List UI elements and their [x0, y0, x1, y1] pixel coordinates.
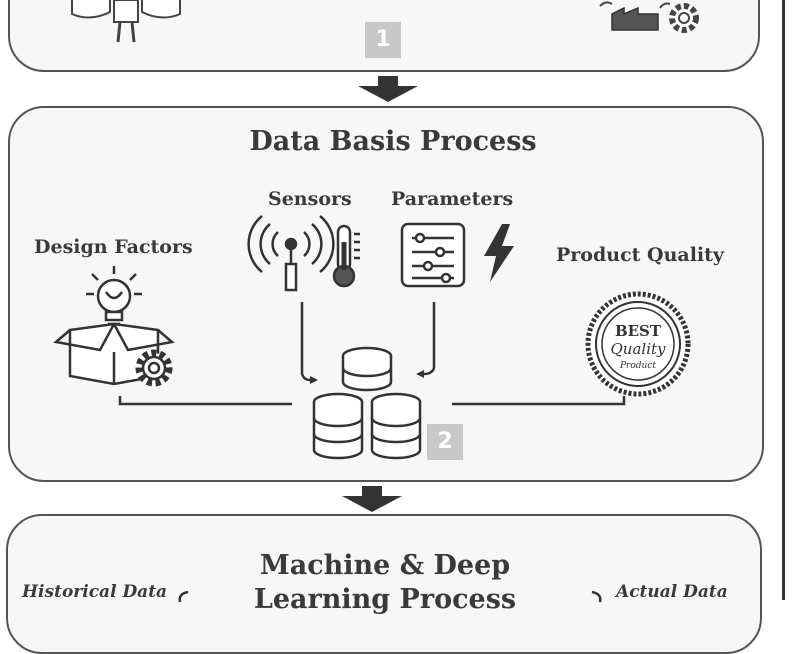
database-icon [312, 346, 422, 460]
parameters-label: Parameters [391, 188, 514, 210]
factory-gear-icon [599, 1, 699, 33]
down-arrow-icon [358, 76, 418, 102]
historical-data-label: Historical Data [22, 582, 168, 602]
down-arrow-icon [342, 486, 402, 512]
sensors-label: Sensors [268, 188, 352, 210]
product-quality-label: Product Quality [556, 244, 724, 266]
bracket-right [591, 590, 602, 603]
design-factors-label: Design Factors [34, 236, 193, 258]
gear-icon [135, 349, 173, 387]
lightning-icon [484, 224, 514, 282]
connector-lines [118, 302, 626, 406]
badge-product-text: Product [619, 361, 656, 371]
quality-seal-icon: BEST Quality Product [585, 291, 691, 397]
actual-data-label: Actual Data [616, 582, 728, 602]
badge-best-text: BEST [615, 322, 662, 340]
step-number-1: 1 [365, 22, 401, 58]
thermometer-icon [332, 224, 360, 288]
bracket-left [178, 590, 189, 603]
learning-title-line1: Machine & Deep [259, 550, 511, 581]
badge-quality-text: Quality [611, 340, 667, 358]
parameter-sliders-icon [400, 222, 466, 288]
worker-icon [71, 0, 181, 43]
step-number-2: 2 [427, 424, 463, 460]
wireless-sensor-icon [247, 215, 335, 292]
data-basis-title: Data Basis Process [249, 126, 537, 157]
right-border-line [782, 0, 785, 600]
